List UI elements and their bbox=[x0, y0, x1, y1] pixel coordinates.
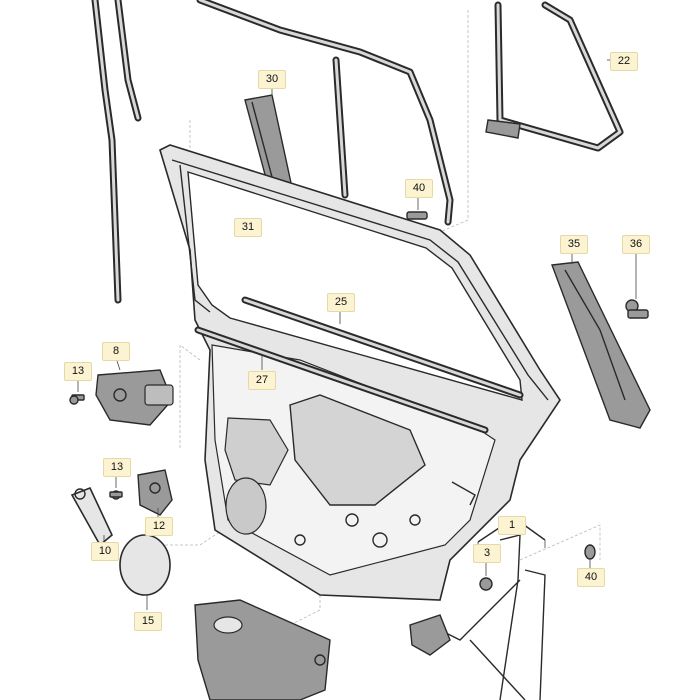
label-part-35: 35 bbox=[560, 235, 588, 254]
label-part-40-bottom: 40 bbox=[577, 568, 605, 587]
screw-36 bbox=[625, 252, 649, 319]
outer-window-seal bbox=[194, 326, 489, 434]
label-part-13-top: 13 bbox=[64, 362, 92, 381]
speaker-cover-15 bbox=[119, 534, 171, 610]
bolt-13b bbox=[109, 475, 123, 500]
door-body bbox=[159, 144, 561, 601]
rear-trim bbox=[551, 252, 651, 429]
label-part-22: 22 bbox=[610, 52, 638, 71]
clip-bottom bbox=[584, 544, 596, 568]
label-part-25: 25 bbox=[327, 293, 355, 312]
bolt-13a bbox=[69, 380, 85, 405]
label-part-31: 31 bbox=[234, 218, 262, 237]
door-lock bbox=[95, 354, 174, 426]
label-part-1: 1 bbox=[498, 516, 526, 535]
nut-3 bbox=[479, 562, 493, 591]
label-part-13-bottom: 13 bbox=[103, 458, 131, 477]
label-part-27: 27 bbox=[248, 371, 276, 390]
label-part-36: 36 bbox=[622, 235, 650, 254]
window-frame-seal bbox=[91, 0, 454, 304]
label-part-10: 10 bbox=[91, 542, 119, 561]
handle-10 bbox=[70, 486, 113, 547]
inner-window-seal bbox=[241, 296, 524, 399]
clip-top bbox=[406, 196, 428, 220]
label-part-30: 30 bbox=[258, 70, 286, 89]
latch-12 bbox=[137, 469, 173, 518]
label-part-3: 3 bbox=[473, 544, 501, 563]
label-part-12: 12 bbox=[145, 517, 173, 536]
label-part-40-top: 40 bbox=[405, 179, 433, 198]
door-trim-panel bbox=[194, 599, 331, 700]
label-part-15: 15 bbox=[134, 612, 162, 631]
quarter-window-seal bbox=[485, 1, 624, 152]
label-part-8: 8 bbox=[102, 342, 130, 361]
